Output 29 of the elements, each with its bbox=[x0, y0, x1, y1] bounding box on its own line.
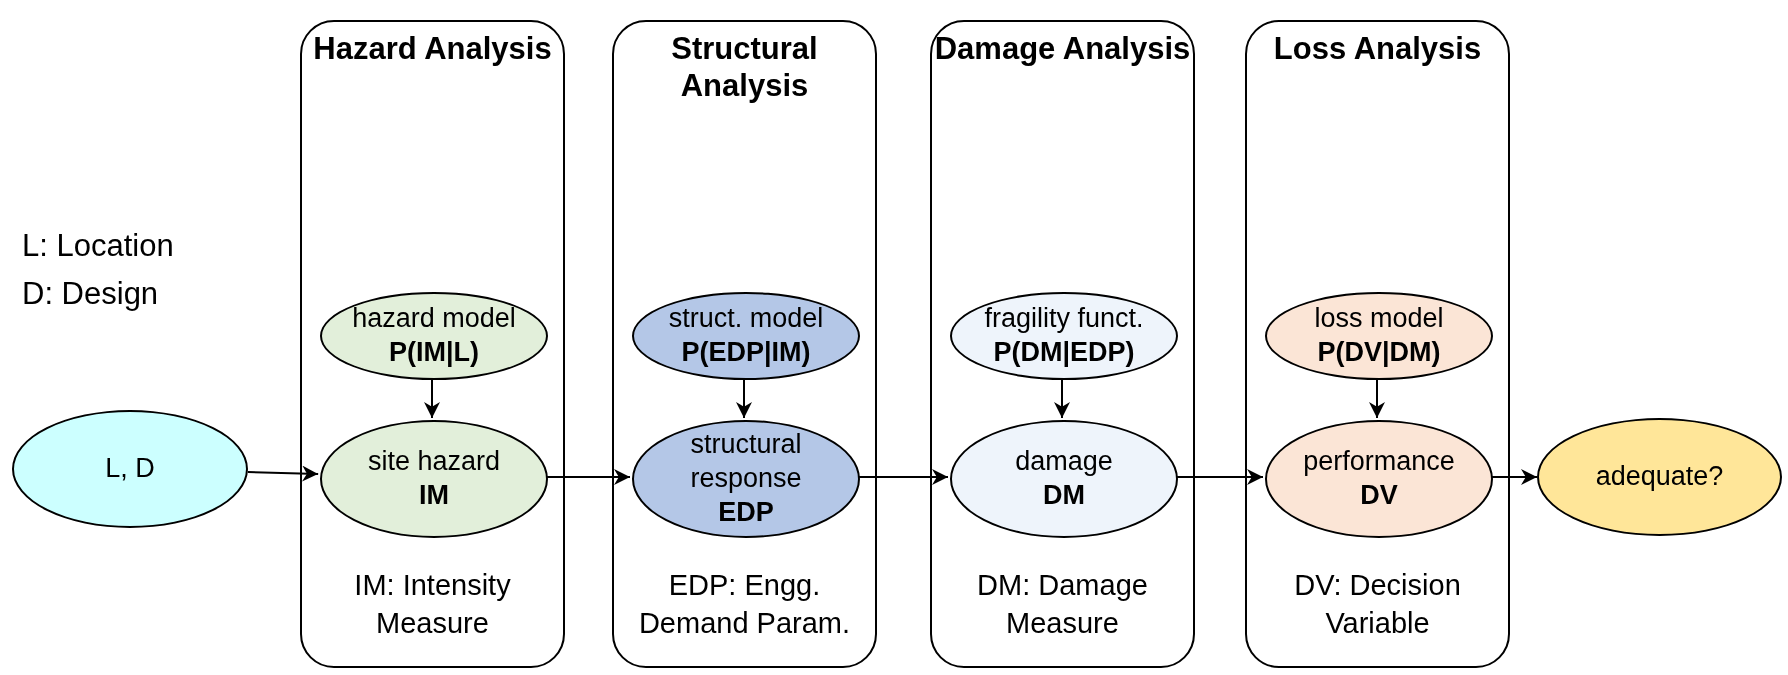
stage-panel bbox=[300, 20, 565, 668]
panel-note: DM: Damage Measure bbox=[976, 568, 1149, 641]
stage-panel bbox=[930, 20, 1195, 668]
arrow bbox=[246, 465, 320, 482]
ellipse-node: fragility funct. P(DM|EDP) bbox=[950, 292, 1178, 380]
stage-panel bbox=[1245, 20, 1510, 668]
arrow bbox=[736, 377, 752, 419]
key-note: D: Design bbox=[22, 276, 159, 312]
ellipse-node: damage DM bbox=[950, 420, 1178, 538]
arrow bbox=[1054, 377, 1070, 419]
ellipse-node: site hazard IM bbox=[320, 420, 548, 538]
ellipse-node: structural response EDP bbox=[632, 420, 860, 538]
ellipse-node: adequate? bbox=[1537, 418, 1782, 536]
arrow bbox=[1369, 377, 1385, 419]
ellipse-node: loss model P(DV|DM) bbox=[1265, 292, 1493, 380]
panel-note: DV: Decision Variable bbox=[1293, 568, 1462, 641]
ellipse-node: struct. model P(EDP|IM) bbox=[632, 292, 860, 380]
ellipse-node: hazard model P(IM|L) bbox=[320, 292, 548, 380]
stage-panel bbox=[612, 20, 877, 668]
panel-note: IM: Intensity Measure bbox=[353, 568, 512, 641]
panel-heading: Loss Analysis bbox=[1272, 30, 1483, 68]
panel-heading: Damage Analysis bbox=[933, 30, 1192, 68]
arrow bbox=[424, 377, 440, 419]
key-note: L: Location bbox=[22, 228, 174, 264]
panel-heading: Structural Analysis bbox=[670, 30, 819, 105]
panel-heading: Hazard Analysis bbox=[312, 30, 553, 68]
ellipse-node: performance DV bbox=[1265, 420, 1493, 538]
ellipse-node: L, D bbox=[12, 410, 248, 528]
panel-note: EDP: Engg. Demand Param. bbox=[637, 568, 852, 641]
